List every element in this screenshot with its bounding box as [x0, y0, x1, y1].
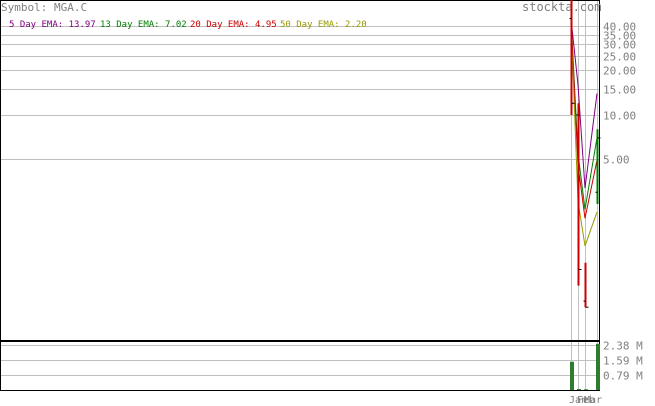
volume-plot — [570, 343, 600, 390]
legend-item: 5 Day EMA: 13.97 — [9, 20, 96, 30]
price-tick-label: 35.00 — [603, 30, 636, 43]
ema-line — [570, 18, 598, 219]
legend-item: 50 Day EMA: 2.20 — [280, 20, 367, 30]
price-plot — [569, 0, 601, 308]
price-tick-label: 5.00 — [603, 154, 630, 167]
volume-bar — [577, 389, 581, 390]
brand-label: stockta.com — [522, 0, 601, 14]
volume-panel-frame — [0, 341, 600, 391]
x-tick-label: Mar — [584, 395, 602, 406]
price-tick-label: 30.00 — [603, 39, 636, 52]
volume-bar — [584, 389, 588, 390]
price-tick-label: 25.00 — [603, 51, 636, 64]
symbol-label: Symbol: MGA.C — [1, 1, 87, 14]
volume-tick-label: 1.59 M — [603, 355, 643, 368]
price-tick-label: 20.00 — [603, 65, 636, 78]
price-panel-frame — [0, 0, 600, 341]
grid-layer — [0, 0, 600, 390]
volume-tick-label: 0.79 M — [603, 370, 643, 383]
x-tick-label: Feb — [577, 395, 595, 406]
price-tick-label: 10.00 — [603, 110, 636, 123]
volume-bar — [570, 361, 574, 390]
x-tick-label: Jan — [569, 395, 587, 406]
legend-item: 20 Day EMA: 4.95 — [190, 20, 277, 30]
legend-item: 13 Day EMA: 7.02 — [100, 20, 187, 30]
volume-bar — [596, 343, 600, 390]
volume-tick-label: 2.38 M — [603, 340, 643, 353]
ema-line — [570, 18, 598, 247]
price-tick-label: 15.00 — [603, 84, 636, 97]
ema-line — [570, 18, 598, 189]
price-tick-label: 40.00 — [603, 21, 636, 34]
